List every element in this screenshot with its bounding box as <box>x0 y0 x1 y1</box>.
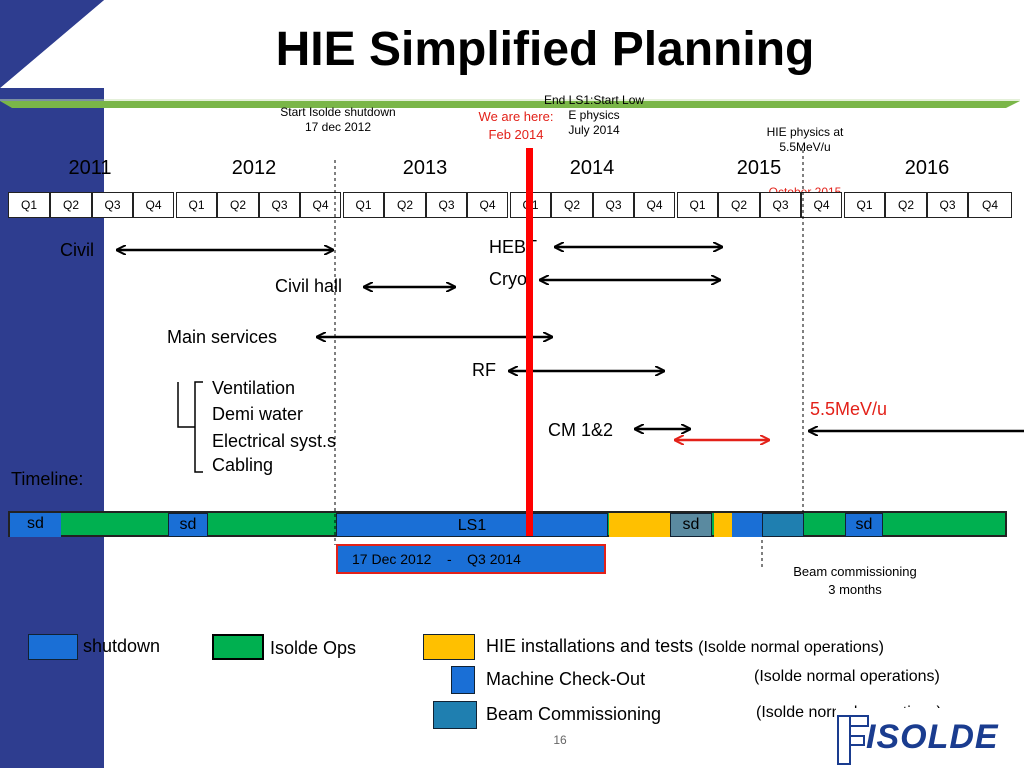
year-label: 2011 <box>68 157 112 179</box>
timeline-segment-shutdown: sd <box>168 513 208 537</box>
legend-label-beam-commissioning: Beam Commissioning <box>486 704 662 724</box>
bracket-main-services <box>177 381 203 473</box>
label-electrical-systems: Electrical syst.s <box>212 431 337 451</box>
we-are-here-marker <box>526 148 533 536</box>
legend-swatch-machine-checkout <box>451 666 475 694</box>
quarter-cell: Q3 <box>92 192 133 218</box>
quarter-cell: Q1 <box>8 192 50 218</box>
timeline-segment-hie-install <box>714 513 732 537</box>
quarter-cell: Q1 <box>176 192 217 218</box>
legend-note-normal-ops: (Isolde normal operations) <box>754 668 940 685</box>
legend-label-machine-checkout: Machine Check-Out <box>486 669 646 689</box>
quarter-cell: Q4 <box>801 192 842 218</box>
label-rf: RF <box>472 360 496 380</box>
quarter-cell: Q1 <box>844 192 885 218</box>
year-label: 2014 <box>569 157 615 179</box>
title-underline-rule <box>0 99 1020 108</box>
quarter-cell: Q2 <box>384 192 426 218</box>
label-civil: Civil <box>60 240 94 260</box>
quarter-cell: Q2 <box>885 192 927 218</box>
quarter-cell: Q4 <box>968 192 1012 218</box>
note-hie-physics-text: HIE physics at 5.5MeV/u <box>766 125 844 154</box>
isolde-logo-text: ISOLDE <box>866 718 999 756</box>
timeline-segment-shutdown: sd <box>845 513 883 537</box>
corner-triangle-decoration <box>0 0 104 88</box>
note-beam-commissioning: Beam commissioning 3 months <box>793 564 917 597</box>
timeline-segment-beam-commissioning <box>762 513 804 537</box>
quarter-cell: Q4 <box>133 192 174 218</box>
legend-swatch-hie-install <box>423 634 475 660</box>
quarter-cell: Q3 <box>760 192 801 218</box>
note-end-ls1: End LS1:Start Low E physics July 2014 <box>543 93 645 137</box>
slide-title: HIE Simplified Planning <box>275 23 815 76</box>
quarter-cell: Q4 <box>300 192 341 218</box>
page-number: 16 <box>553 733 567 747</box>
label-main-services: Main services <box>167 327 278 347</box>
legend-hie-install-text: HIE installations and tests <box>486 636 694 656</box>
ls1-period-box: 17 Dec 2012 - Q3 2014 <box>336 544 606 574</box>
legend-label-isolde-ops: Isolde Ops <box>270 638 357 658</box>
legend-swatch-beam-commissioning <box>433 701 477 729</box>
timeline-segment-checkout <box>732 513 762 537</box>
quarter-cell: Q2 <box>551 192 593 218</box>
label-ventilation: Ventilation <box>212 378 296 398</box>
label-hebt: HEBT <box>489 237 538 257</box>
isolde-logo-mark <box>837 715 869 765</box>
legend-label-shutdown: shutdown <box>83 636 161 656</box>
timeline-segment-shutdown: sd <box>10 513 61 537</box>
label-energy-5-5mev: 5.5MeV/u <box>810 399 888 419</box>
quarter-cell: Q3 <box>593 192 634 218</box>
year-label: 2016 <box>904 157 950 179</box>
quarter-cell: Q4 <box>467 192 508 218</box>
quarter-cell: Q2 <box>718 192 760 218</box>
note-we-are-here: We are here: Feb 2014 <box>478 109 554 142</box>
label-cryo: Cryo <box>489 269 528 289</box>
timeline-segment-shutdown: sd <box>670 513 712 537</box>
quarter-cell: Q2 <box>50 192 92 218</box>
timeline-segment-hie-install <box>609 513 670 537</box>
timeline-label: Timeline: <box>11 469 84 489</box>
label-civil-hall: Civil hall <box>275 276 343 296</box>
note-start-shutdown: Start Isolde shutdown 17 dec 2012 <box>280 105 396 134</box>
quarter-cell: Q2 <box>217 192 259 218</box>
quarter-cell: Q1 <box>343 192 384 218</box>
year-label: 2012 <box>231 157 277 179</box>
label-demi-water: Demi water <box>212 404 304 424</box>
quarter-cell: Q3 <box>927 192 968 218</box>
label-cabling: Cabling <box>212 455 274 475</box>
label-cm-1-2: CM 1&2 <box>548 420 614 440</box>
quarter-cell: Q3 <box>426 192 467 218</box>
quarter-cell: Q3 <box>259 192 300 218</box>
isolde-logo: ISOLDE <box>836 708 1022 766</box>
legend-swatch-isolde-ops <box>212 634 264 660</box>
legend-label-hie-install: HIE installations and tests (Isolde norm… <box>486 636 884 657</box>
legend-hie-install-note: (Isolde normal operations) <box>698 639 884 656</box>
quarter-cell: Q4 <box>634 192 675 218</box>
year-label: 2013 <box>402 157 448 179</box>
quarter-cell: Q1 <box>677 192 718 218</box>
year-label: 2015 <box>736 157 782 179</box>
timeline-segment-ls1: LS1 <box>336 513 608 537</box>
legend-swatch-shutdown <box>28 634 78 660</box>
